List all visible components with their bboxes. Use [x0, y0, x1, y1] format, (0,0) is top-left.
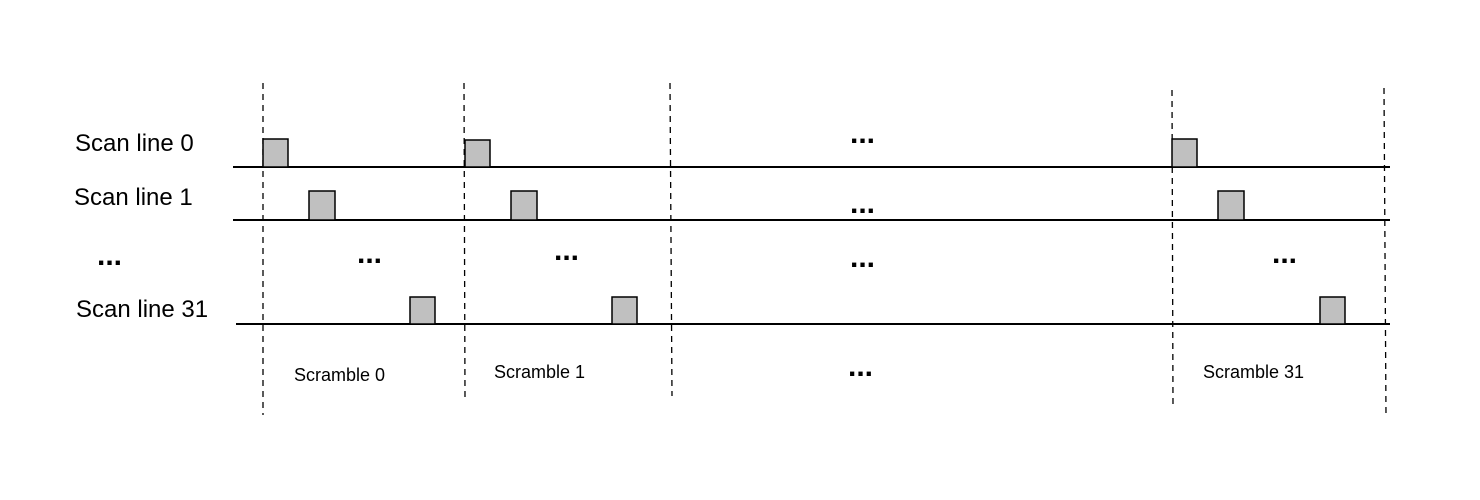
divider-line	[1383, 87, 1387, 417]
ellipsis: ...	[357, 237, 382, 270]
ellipsis: ...	[1272, 237, 1297, 270]
scan-line-1-label: Scan line 1	[74, 184, 193, 211]
ellipsis: ...	[850, 117, 875, 150]
scramble-0-label: Scramble 0	[294, 365, 385, 385]
scan-pulse	[308, 190, 336, 221]
divider-line	[1171, 89, 1174, 406]
ellipsis: ...	[97, 239, 122, 272]
scan-pulse	[510, 190, 538, 221]
scan-pulse	[409, 296, 436, 325]
ellipsis: ...	[850, 241, 875, 274]
divider-line	[669, 82, 673, 397]
ellipsis: ...	[850, 187, 875, 220]
scramble-1-label: Scramble 1	[494, 362, 585, 382]
scan-line-31-label: Scan line 31	[76, 296, 208, 323]
scan-pulse	[262, 138, 289, 168]
scan-line-0-label: Scan line 0	[75, 130, 194, 157]
scan-pulse	[611, 296, 638, 325]
scan-pulse	[1217, 190, 1245, 221]
scan-pulse	[1319, 296, 1346, 325]
scan-pulse	[1171, 138, 1198, 168]
divider-line	[463, 82, 466, 399]
scan-pulse	[464, 139, 491, 168]
ellipsis: ...	[554, 234, 579, 267]
scramble-31-label: Scramble 31	[1203, 362, 1304, 382]
ellipsis: ...	[848, 350, 873, 383]
